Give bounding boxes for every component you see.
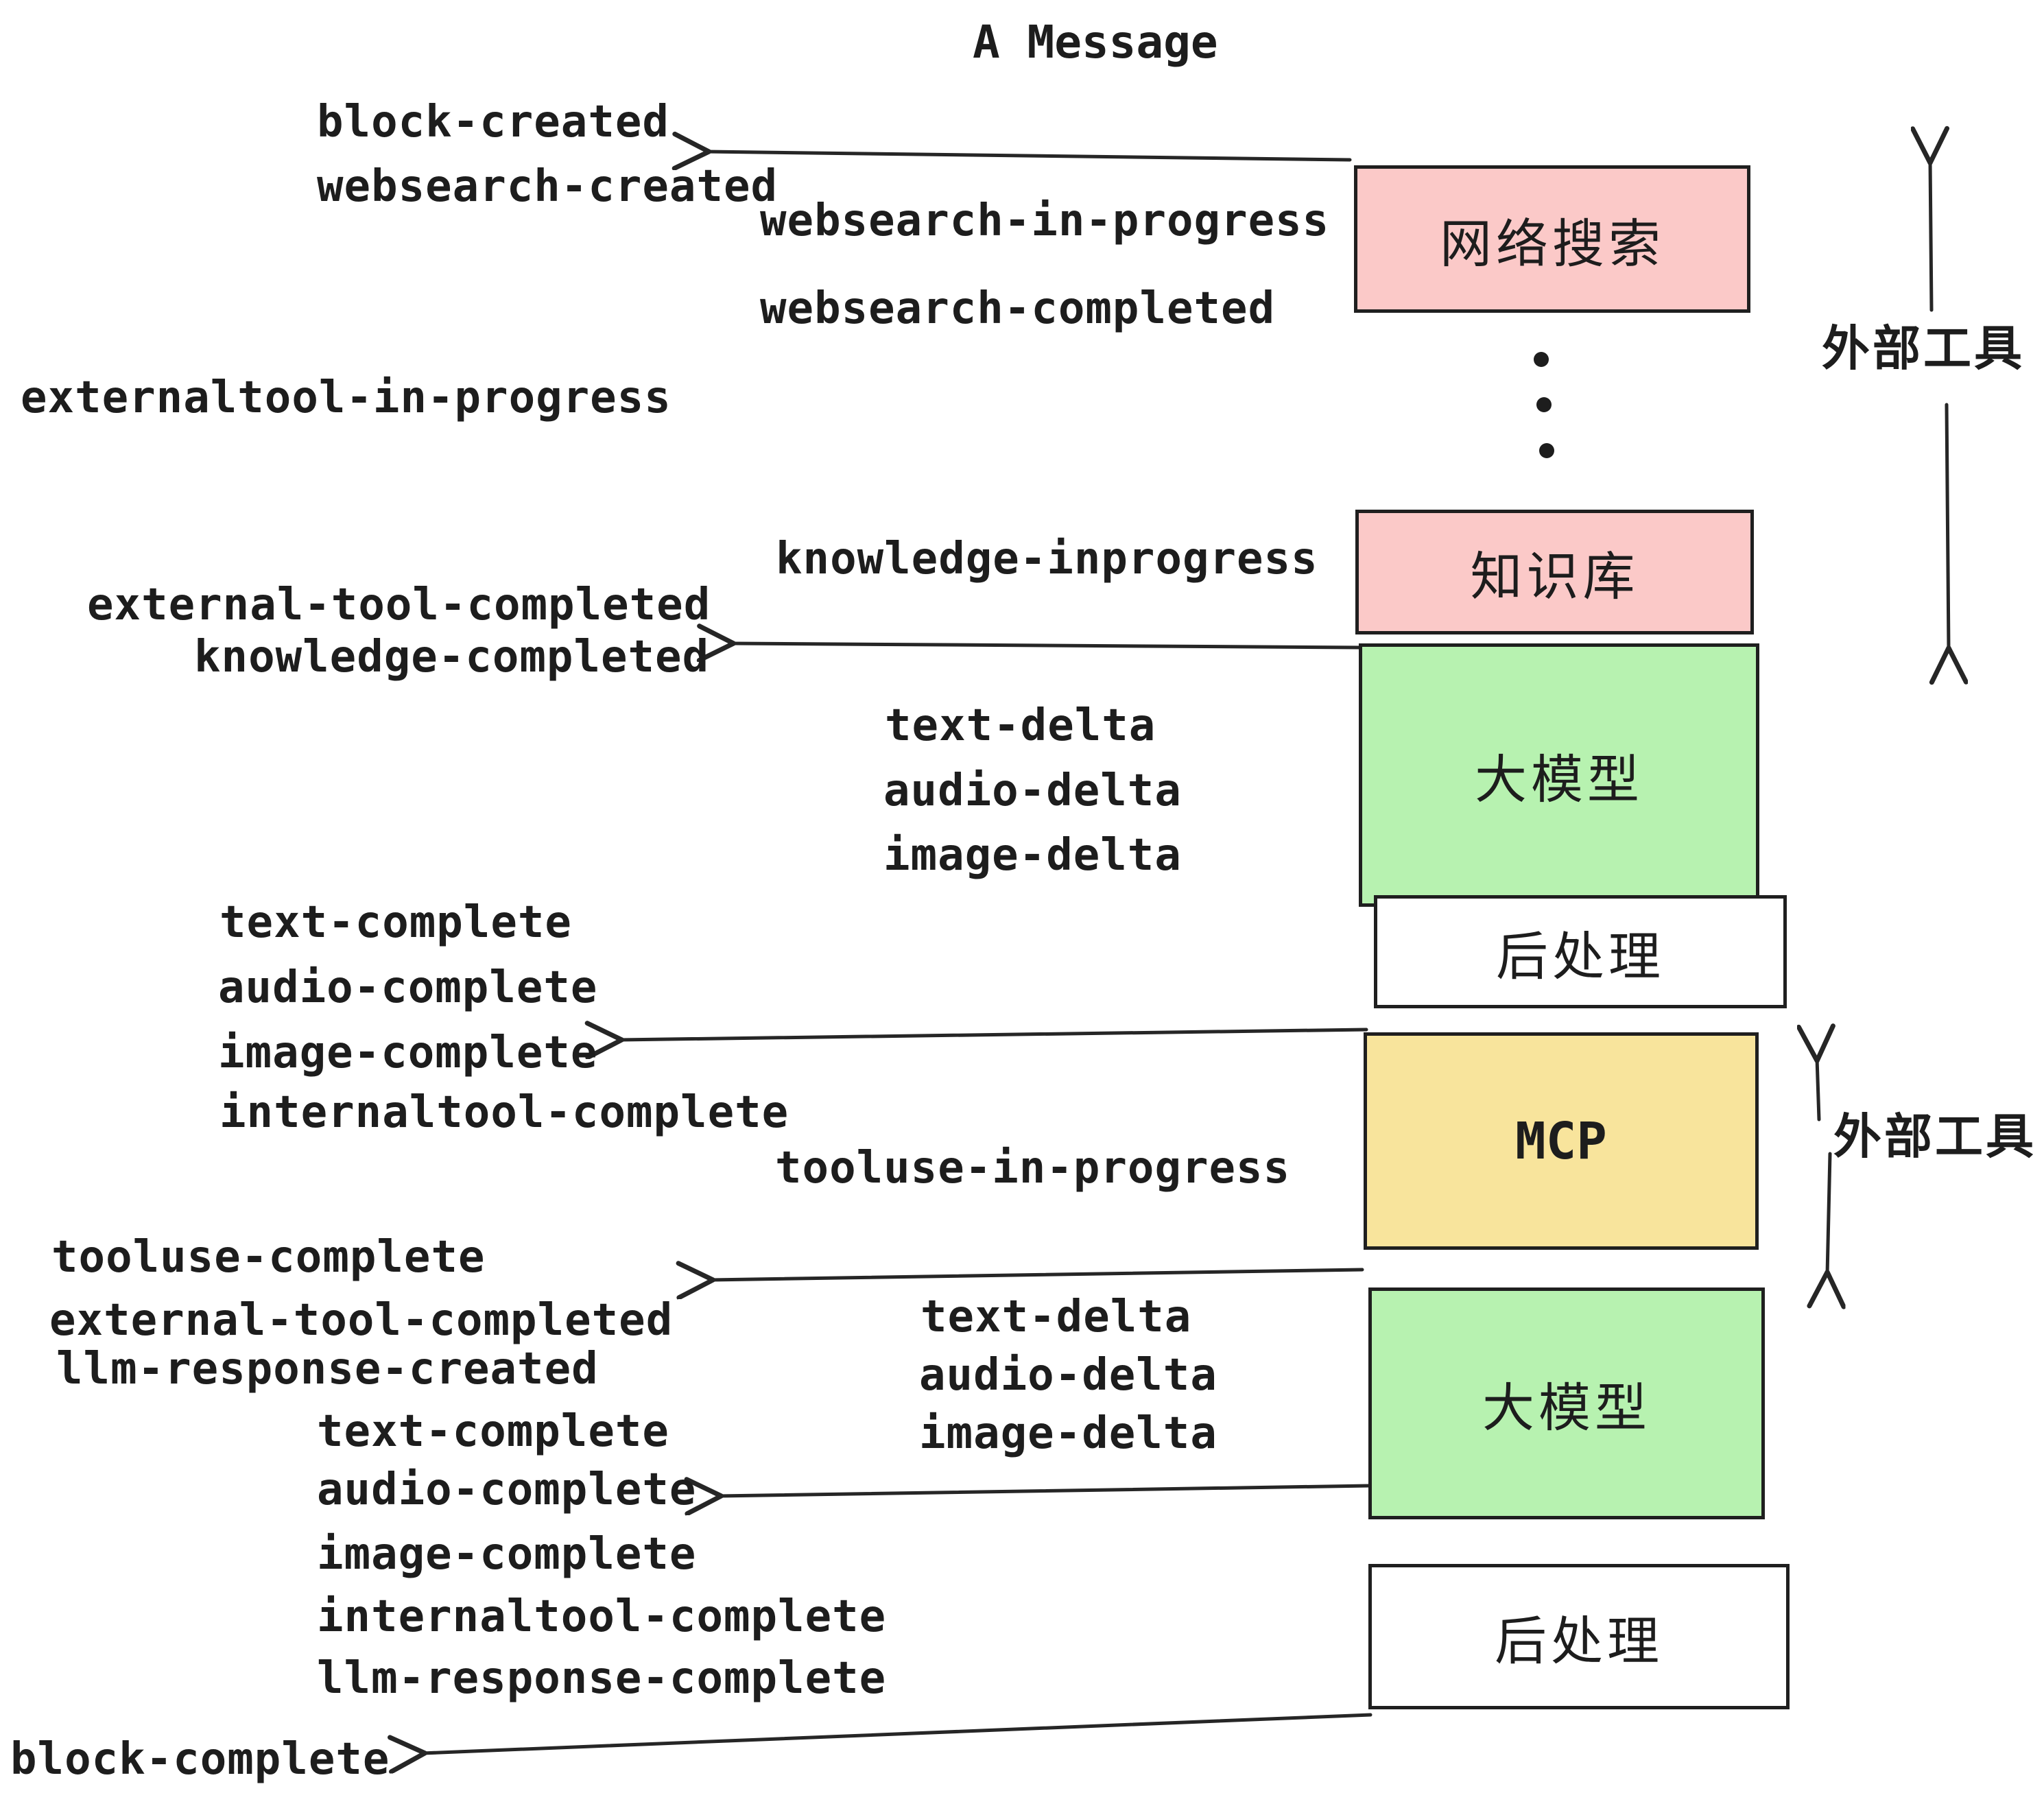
external-tools-label-2: 外部工具 bbox=[1833, 1110, 2036, 1163]
box-llm-2-label: 大模型 bbox=[1482, 1379, 1651, 1438]
external-tools-up-arrow-2 bbox=[1817, 1058, 1819, 1121]
event-label-block-created: block-created bbox=[317, 97, 669, 147]
event-label-audio-delta: audio-delta bbox=[883, 765, 1182, 816]
external-tools-up-arrow-1 bbox=[1930, 161, 1932, 312]
event-label-audio-complete: audio-complete bbox=[317, 1464, 697, 1515]
event-label-image-complete: image-complete bbox=[218, 1028, 598, 1078]
event-label-websearch-created: websearch-created bbox=[317, 161, 779, 212]
event-label-text-delta: text-delta bbox=[920, 1292, 1192, 1342]
event-label-knowledge-inprogress: knowledge-inprogress bbox=[776, 534, 1318, 584]
external-tools-label-1: 外部工具 bbox=[1822, 322, 2025, 375]
box-llm-1: 大模型 bbox=[1359, 643, 1759, 907]
ellipsis-dot bbox=[1539, 443, 1554, 458]
ellipsis-dot bbox=[1534, 352, 1549, 367]
event-label-internaltool-complete: internaltool-complete bbox=[317, 1591, 887, 1642]
event-label-websearch-completed: websearch-completed bbox=[760, 283, 1276, 334]
box-post-2: 后处理 bbox=[1368, 1564, 1790, 1709]
external-tools-down-arrow-1 bbox=[1947, 403, 1949, 650]
arrow-to-audio-complete bbox=[719, 1486, 1371, 1496]
event-label-image-complete: image-complete bbox=[317, 1529, 697, 1580]
box-llm-2: 大模型 bbox=[1368, 1287, 1765, 1519]
box-llm-1-label: 大模型 bbox=[1475, 751, 1643, 809]
event-label-image-delta: image-delta bbox=[883, 830, 1182, 881]
event-label-audio-complete: audio-complete bbox=[218, 962, 598, 1013]
event-label-llm-response-created: llm-response-created bbox=[56, 1344, 599, 1394]
event-label-external-tool-completed: external-tool-completed bbox=[87, 580, 711, 630]
event-label-tooluse-complete: tooluse-complete bbox=[51, 1232, 486, 1283]
arrow-to-block-complete bbox=[423, 1713, 1372, 1753]
event-label-audio-delta: audio-delta bbox=[919, 1350, 1217, 1401]
ellipsis-dot bbox=[1536, 397, 1552, 412]
event-label-internaltool-complete: internaltool-complete bbox=[219, 1087, 789, 1138]
event-label-knowledge-completed: knowledge-completed bbox=[194, 632, 710, 683]
box-knowledge: 知识库 bbox=[1355, 510, 1754, 634]
box-knowledge-label: 知识库 bbox=[1470, 548, 1639, 606]
box-post-1: 后处理 bbox=[1374, 895, 1787, 1008]
event-label-external-tool-completed: external-tool-completed bbox=[49, 1295, 674, 1346]
event-label-text-delta: text-delta bbox=[885, 700, 1156, 751]
box-mcp: MCP bbox=[1364, 1032, 1759, 1250]
box-post-2-label: 后处理 bbox=[1495, 1613, 1663, 1671]
event-label-text-complete: text-complete bbox=[317, 1406, 669, 1457]
event-label-externaltool-in-progress: externaltool-in-progress bbox=[21, 372, 672, 423]
event-label-image-delta: image-delta bbox=[919, 1408, 1217, 1459]
event-label-tooluse-in-progress: tooluse-in-progress bbox=[775, 1143, 1291, 1194]
arrow-to-tooluse-complete bbox=[711, 1270, 1364, 1280]
event-label-websearch-in-progress: websearch-in-progress bbox=[760, 195, 1330, 246]
event-label-block-complete: block-complete bbox=[10, 1734, 390, 1785]
box-websearch-label: 网络搜索 bbox=[1440, 215, 1665, 274]
box-post-1-label: 后处理 bbox=[1496, 927, 1665, 986]
arrow-to-knowledge-completed bbox=[731, 643, 1363, 648]
external-tools-down-arrow-2 bbox=[1827, 1152, 1830, 1274]
arrow-to-block-created bbox=[706, 152, 1352, 160]
arrow-to-image-complete bbox=[619, 1030, 1368, 1040]
page-title: A Message bbox=[973, 16, 1218, 69]
box-mcp-label: MCP bbox=[1515, 1111, 1607, 1171]
event-label-llm-response-complete: llm-response-complete bbox=[317, 1653, 887, 1704]
event-label-text-complete: text-complete bbox=[219, 897, 572, 948]
box-websearch: 网络搜索 bbox=[1354, 165, 1750, 313]
